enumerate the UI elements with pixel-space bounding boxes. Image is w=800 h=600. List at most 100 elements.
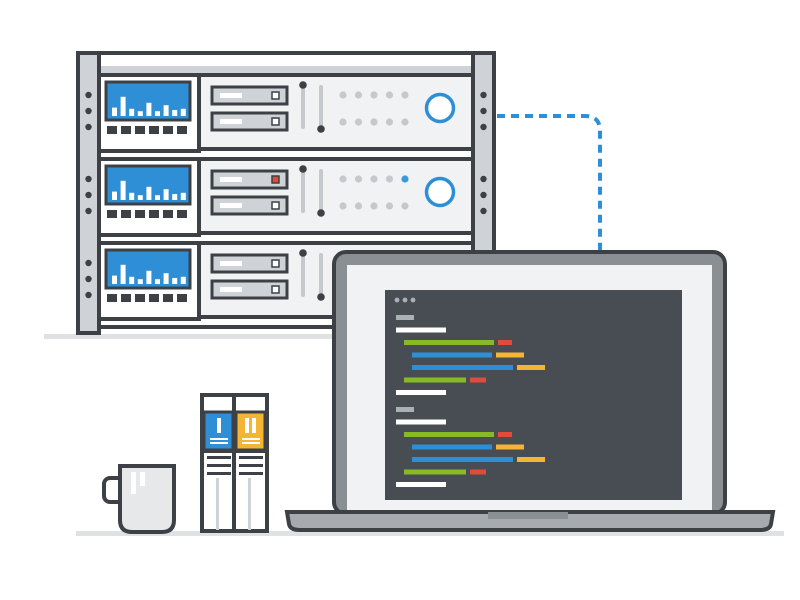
monitor-button xyxy=(149,126,159,134)
monitor-button xyxy=(177,210,187,218)
monitor-button xyxy=(135,126,145,134)
code-token xyxy=(496,444,524,450)
status-led xyxy=(354,175,363,183)
status-led xyxy=(401,91,409,99)
rail-screw xyxy=(480,91,487,99)
drive-bay xyxy=(210,85,289,106)
laptop-trackpad-notch xyxy=(488,512,568,519)
book-mark-underline xyxy=(242,442,260,444)
monitor-button xyxy=(149,294,159,302)
monitor-bar xyxy=(129,276,135,284)
network-cable xyxy=(497,114,602,250)
monitor-bar xyxy=(129,108,135,116)
code-block xyxy=(396,315,545,395)
monitor-button xyxy=(121,126,131,134)
status-led xyxy=(354,91,363,99)
slider-knob xyxy=(317,209,325,217)
drive-led xyxy=(271,117,280,126)
rack-unit xyxy=(85,157,487,245)
monitor-bar xyxy=(112,107,117,116)
code-token xyxy=(412,365,513,370)
rail-screw xyxy=(480,123,487,131)
status-led xyxy=(370,118,378,126)
code-token xyxy=(498,340,512,345)
drive-led xyxy=(271,285,280,294)
status-led xyxy=(339,118,347,126)
rack-unit xyxy=(85,73,487,161)
rail-screw xyxy=(85,259,92,267)
drive-bay xyxy=(210,253,289,274)
status-led xyxy=(401,202,409,210)
monitor-bar xyxy=(120,180,126,200)
window-dot xyxy=(410,297,416,303)
book-divider xyxy=(236,450,265,453)
monitor-bar xyxy=(146,270,152,284)
monitor-button xyxy=(163,126,173,134)
monitor-bar xyxy=(112,191,117,200)
drive-bay xyxy=(210,279,289,300)
drive-slot xyxy=(220,261,242,266)
monitor-button xyxy=(149,210,159,218)
slider-track xyxy=(301,253,305,297)
slider-knob xyxy=(299,165,307,173)
monitor-bar xyxy=(172,194,178,200)
rail-screw xyxy=(85,207,92,215)
book-band xyxy=(207,464,231,467)
code-token xyxy=(412,444,492,450)
drive-slot xyxy=(220,203,242,208)
book-band xyxy=(239,464,263,467)
slider-knob xyxy=(317,125,325,133)
drive-slot xyxy=(220,119,242,124)
drive-bay xyxy=(210,111,289,132)
drive-bay xyxy=(210,195,289,216)
book-mark-i xyxy=(217,418,221,433)
drive-slot xyxy=(220,287,242,292)
code-token xyxy=(396,315,414,320)
status-led xyxy=(370,175,378,183)
status-led xyxy=(339,175,347,183)
window-control-dots xyxy=(394,297,416,303)
slider-knob xyxy=(299,81,307,89)
code-token xyxy=(396,407,414,412)
monitor-bar xyxy=(137,111,143,116)
code-token xyxy=(412,352,492,358)
book-band xyxy=(239,456,263,459)
drive-led xyxy=(271,175,280,184)
status-led xyxy=(370,202,378,210)
status-led xyxy=(339,202,347,210)
slider-track xyxy=(301,169,305,213)
rail-screw xyxy=(85,123,92,131)
status-led xyxy=(354,202,363,210)
monitor-button xyxy=(163,294,173,302)
slider-knob xyxy=(299,249,307,257)
book-divider xyxy=(204,450,233,453)
monitor-bar xyxy=(120,96,126,116)
rail-screw xyxy=(85,275,92,283)
code-token xyxy=(404,340,494,345)
status-led xyxy=(401,118,409,126)
book-mark-ii-b xyxy=(252,418,256,433)
power-knob xyxy=(424,92,456,124)
monitor-button xyxy=(177,294,187,302)
power-knob xyxy=(424,176,456,208)
monitor-bar xyxy=(180,192,186,200)
code-token xyxy=(498,432,512,437)
code-lines xyxy=(396,315,545,487)
book-right-label xyxy=(234,410,267,452)
slider-track xyxy=(319,253,323,297)
floor-line xyxy=(76,531,784,536)
status-led xyxy=(370,91,378,99)
monitor-button xyxy=(163,210,173,218)
window-dot xyxy=(402,297,408,303)
drive-slot xyxy=(220,177,242,182)
monitor-bar xyxy=(129,192,135,200)
status-led xyxy=(385,202,394,210)
monitor-button xyxy=(135,294,145,302)
monitor-button xyxy=(121,210,131,218)
rail-screw xyxy=(85,175,92,183)
book-spine-line xyxy=(216,478,219,530)
rail-screw xyxy=(85,291,92,299)
code-token xyxy=(404,377,466,383)
slider-track xyxy=(319,85,323,129)
